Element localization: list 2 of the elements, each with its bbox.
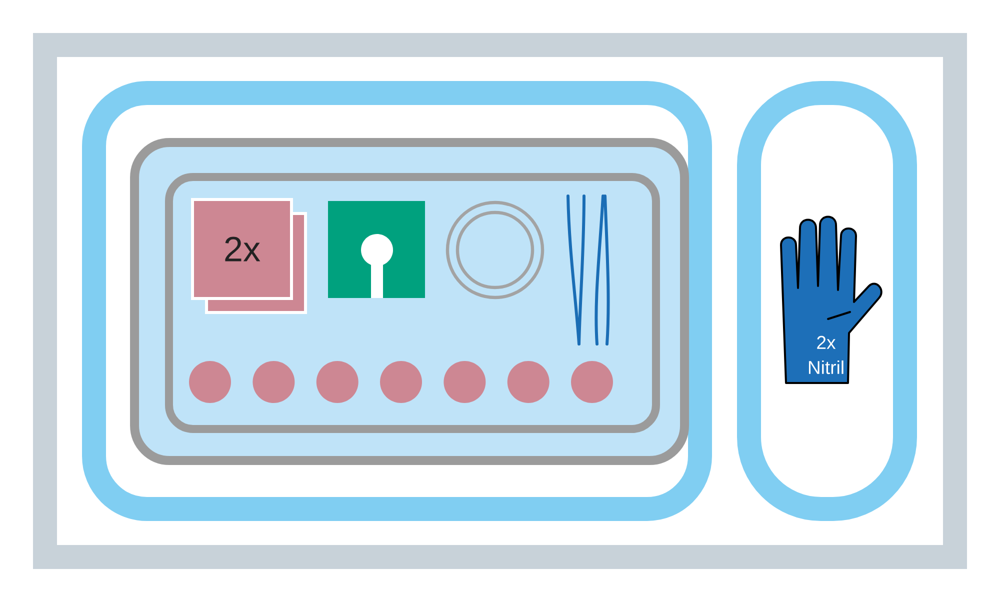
glove: 2x Nitril [780, 216, 882, 384]
square-pads: 2x [191, 198, 308, 314]
